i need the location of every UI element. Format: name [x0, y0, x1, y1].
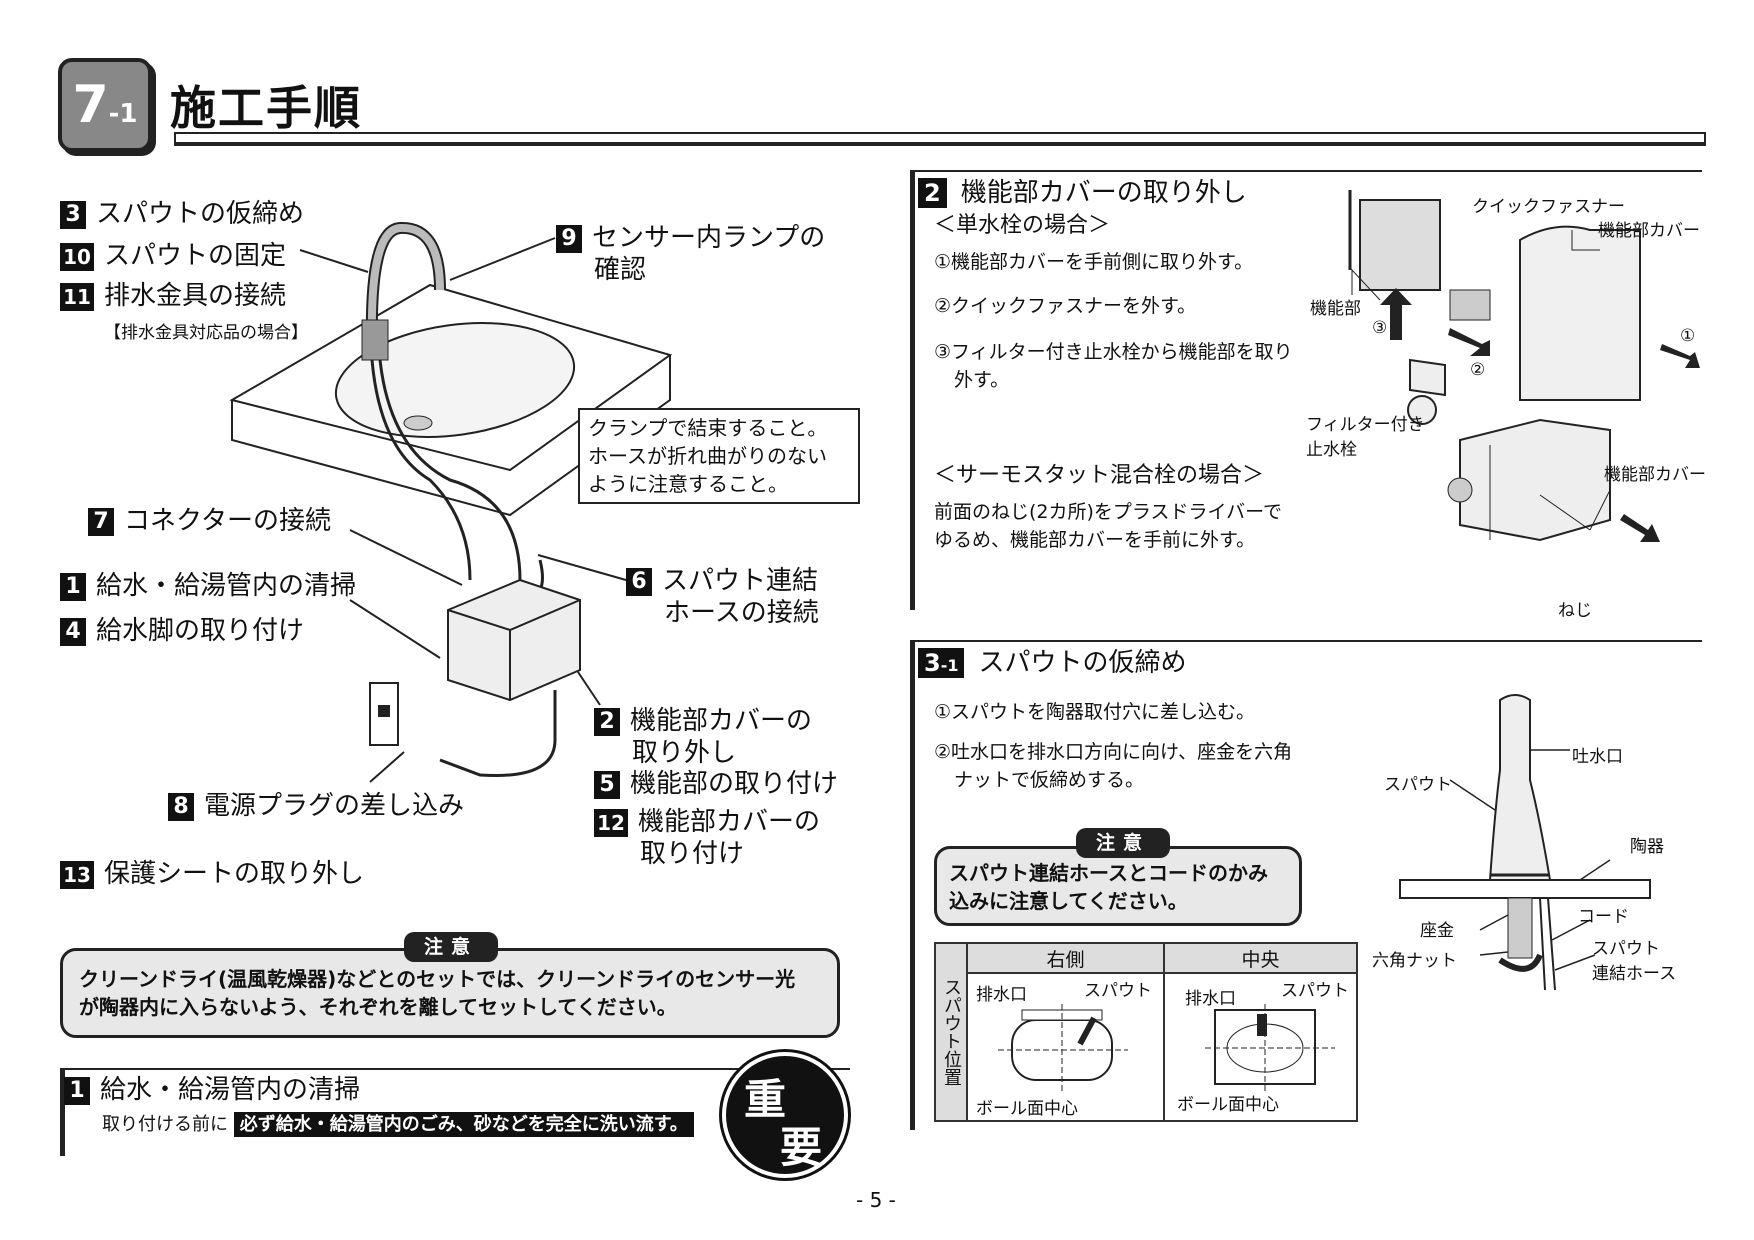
s31-step-2: ②吐水口を排水口方向に向け、座金を六角ナットで仮締めする。 [934, 741, 1293, 791]
callout-filter: フィルター付き止水栓 [1306, 415, 1425, 460]
case2-text: 前面のねじ(2カ所)をプラスドライバーでゆるめ、機能部カバーを手前に外す。 [934, 501, 1283, 551]
section-1-bar [60, 1068, 65, 1156]
s2-step-3: ③フィルター付き止水栓から機能部を取り外す。 [934, 341, 1293, 391]
callout-nut: 六角ナット [1372, 951, 1457, 971]
col-center: 中央 [1163, 942, 1358, 974]
callout-spout: スパウト [1384, 775, 1452, 795]
s31-caution-box: スパウト連結ホースとコードのかみ込みに注意してください。 [934, 846, 1302, 926]
callout-ceramic: 陶器 [1630, 837, 1664, 857]
col-right: 右側 [966, 942, 1165, 974]
callout-2: ② [1470, 360, 1486, 380]
callout-screw: ねじ [1558, 601, 1592, 621]
page-number: - 5 - [856, 1188, 896, 1212]
important-badge: 重 要 [722, 1052, 848, 1178]
s2-step-1: ①機能部カバーを手前側に取り外す。 [934, 251, 1254, 273]
cell-right: 排水口 スパウト ボール面中心 [966, 972, 1165, 1122]
s31-step-1: ①スパウトを陶器取付穴に差し込む。 [934, 701, 1256, 723]
sink-illustration [229, 221, 673, 783]
caution-box: クリーンドライ(温風乾燥器)などとのセットでは、クリーンドライのセンサー光が陶器… [60, 948, 840, 1038]
spout-side-illustration [1399, 694, 1651, 991]
section-1-text: 取り付ける前に 必ず給水・給湯管内のごみ、砂などを完全に洗い流す。 [102, 1110, 694, 1137]
cover-removal-illustration [1348, 190, 1700, 542]
s2-step-2: ②クイックファスナーを外す。 [934, 295, 1197, 317]
callout-hose: スパウト連結ホース [1592, 939, 1677, 984]
s31-caution-tag: 注意 [1076, 828, 1171, 858]
clamp-note: クランプで結束すること。ホースが折れ曲がりのないように注意すること。 [578, 408, 860, 504]
drain-note: 【排水金具対応品の場合】 [104, 323, 308, 343]
title-rule [174, 132, 1706, 146]
callout-cover-2: 機能部カバー [1604, 465, 1706, 485]
section-2-bar [910, 170, 915, 610]
section-2-rule [910, 170, 1702, 172]
section-1-rule [60, 1068, 850, 1070]
page-title: 施工手順 [170, 81, 362, 135]
callout-1: ① [1680, 326, 1696, 346]
caution-tag: 注意 [404, 932, 499, 962]
case-thermostat: ＜サーモスタット混合栓の場合＞ [934, 463, 1265, 488]
callout-unit: 機能部 [1310, 299, 1361, 319]
section-31-bar [910, 640, 915, 1130]
callout-cover: 機能部カバー [1598, 221, 1700, 241]
callout-washer: 座金 [1420, 921, 1454, 941]
callout-3: ③ [1372, 318, 1388, 338]
cell-center: 排水口 スパウト ボール面中心 [1163, 972, 1358, 1122]
section-31-rule [910, 640, 1702, 642]
case-single: ＜単水栓の場合＞ [934, 213, 1111, 238]
callout-quick-fastener: クイックファスナー [1472, 197, 1625, 217]
spout-position-label: スパウト位置 [941, 978, 962, 1086]
chapter-badge: 7-1 [58, 58, 152, 152]
spout-position-table: スパウト位置 右側 中央 排水口 スパウト ボール面中心 排水口 スパウト ボー… [934, 942, 1358, 1122]
callout-cord: コード [1578, 907, 1629, 927]
callout-outlet: 吐水口 [1572, 747, 1623, 767]
